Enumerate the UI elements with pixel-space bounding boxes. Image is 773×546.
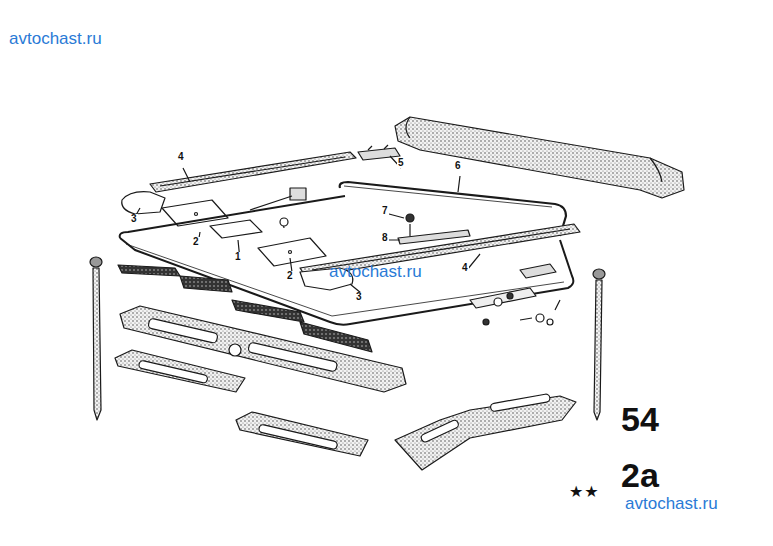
- subgroup-number: 2a: [620, 458, 660, 492]
- callout-number: 7: [381, 206, 389, 216]
- watermark: avtochast.ru: [624, 495, 719, 512]
- watermark: avtochast.ru: [328, 263, 423, 280]
- callout-number: 3: [355, 292, 363, 302]
- callout-number: 5: [397, 158, 405, 168]
- callout-number: 8: [381, 233, 389, 243]
- callout-number: 2: [286, 271, 294, 281]
- callout-number: 1: [234, 252, 242, 262]
- callout-number: 3: [130, 214, 138, 224]
- star-mark: ★★: [568, 484, 601, 500]
- callout-number: 2: [192, 237, 200, 247]
- group-number: 54: [620, 402, 660, 436]
- callout-number: 4: [461, 263, 469, 273]
- callout-number: 6: [454, 161, 462, 171]
- watermark: avtochast.ru: [8, 30, 103, 47]
- callout-number: 4: [177, 152, 185, 162]
